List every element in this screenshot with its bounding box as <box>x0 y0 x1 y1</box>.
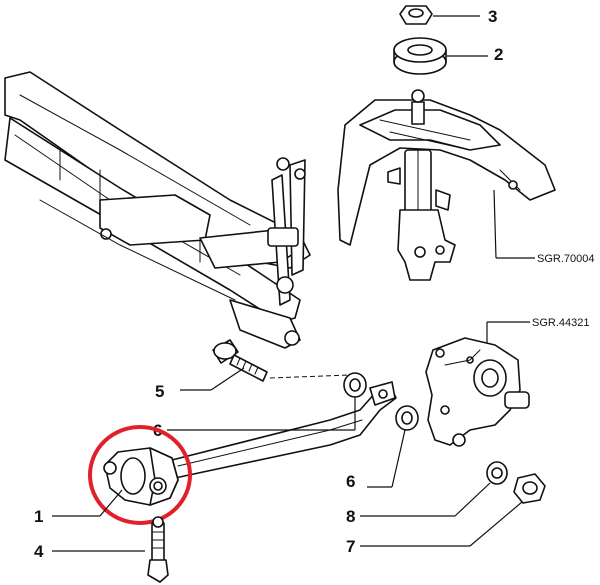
part-7-nut <box>513 473 546 504</box>
callout-6-lower: 6 <box>346 472 355 491</box>
alignment-dashed-line <box>269 374 351 379</box>
stabilizer-link-upper <box>267 157 306 306</box>
part-4-link-bolt <box>147 516 169 583</box>
callout-3: 3 <box>488 7 497 26</box>
strut-tower-assembly <box>337 89 556 281</box>
callout-7: 7 <box>346 537 355 556</box>
part-1-bar-bushing <box>103 447 179 506</box>
callout-1: 1 <box>34 507 43 526</box>
knuckle-reference-label: SGR.44321 <box>532 317 589 329</box>
leader-sgr70004 <box>493 189 497 259</box>
part-6-bushing-upper <box>343 372 367 398</box>
front-subframe <box>4 71 311 349</box>
callout-5: 5 <box>155 382 164 401</box>
part-6-bushing-lower <box>395 405 419 431</box>
part-8-washer <box>486 461 508 485</box>
part-3-nut <box>399 5 433 25</box>
strut-reference-label: SGR.70004 <box>537 253 594 265</box>
callout-8: 8 <box>346 507 355 526</box>
stabilizer-bar <box>171 381 397 479</box>
highlight-circle <box>88 425 192 525</box>
callout-2: 2 <box>494 45 503 64</box>
steering-knuckle <box>425 337 530 447</box>
part-5-bolt <box>212 339 268 382</box>
callout-4: 4 <box>34 542 44 561</box>
part-2-top-mount <box>393 37 447 75</box>
